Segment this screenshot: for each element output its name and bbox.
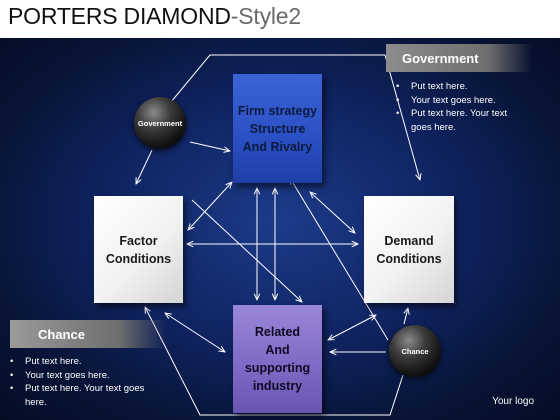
government-bullet: Your text goes here. <box>388 94 528 108</box>
slide-title: PORTERS DIAMOND-Style2 <box>8 3 301 30</box>
arrow-firm-demand <box>310 192 355 233</box>
firm-strategy-label: Firm strategy Structure And Rivalry <box>237 103 318 154</box>
factor-conditions-label: Factor Conditions <box>105 233 172 266</box>
arrow-gov-to-firm <box>189 141 230 151</box>
factor-conditions-box: Factor Conditions <box>94 196 183 303</box>
chance-sphere: Chance <box>389 325 441 377</box>
government-bullet: Put text here. <box>388 80 528 94</box>
logo-placeholder: Your logo <box>492 396 534 407</box>
chance-bullet-list: Put text here. Your text goes here. Put … <box>2 355 152 409</box>
title-main: PORTERS DIAMOND <box>8 3 231 29</box>
chance-bullet: Put text here. <box>2 355 152 369</box>
arrow-chance-to-firm <box>290 178 389 341</box>
firm-strategy-box: Firm strategy Structure And Rivalry <box>233 74 322 183</box>
chance-bullet: Put text here. Your text goes here. <box>2 382 152 409</box>
related-industry-label: Related And supporting industry <box>244 325 311 393</box>
demand-conditions-box: Demand Conditions <box>364 196 454 303</box>
arrow-factor-to-related <box>191 199 302 302</box>
government-bullet-list: Put text here. Your text goes here. Put … <box>388 80 528 134</box>
arrow-factor-related <box>165 313 225 352</box>
government-sphere: Government <box>134 97 186 149</box>
chance-sphere-label: Chance <box>401 346 429 356</box>
chance-heading: Chance <box>10 320 166 348</box>
arrow-chance-to-demand <box>404 308 408 325</box>
government-bullet: Put text here. Your text goes here. <box>388 107 528 134</box>
arrow-firm-factor <box>188 182 232 230</box>
government-heading-text: Government <box>402 50 479 66</box>
government-heading: Government <box>386 44 532 72</box>
related-industry-box: Related And supporting industry <box>233 305 322 413</box>
title-suffix: -Style2 <box>230 3 301 29</box>
chance-heading-text: Chance <box>38 326 85 342</box>
demand-conditions-label: Demand Conditions <box>376 233 442 266</box>
government-sphere-label: Government <box>137 118 183 128</box>
chance-bullet: Your text goes here. <box>2 369 152 383</box>
title-bar: PORTERS DIAMOND-Style2 <box>0 0 560 38</box>
arrow-demand-related <box>328 315 376 340</box>
hexagon-frame-top <box>155 54 385 121</box>
hexagon-frame-bottom <box>145 307 404 416</box>
arrow-gov-to-factor <box>136 149 153 184</box>
